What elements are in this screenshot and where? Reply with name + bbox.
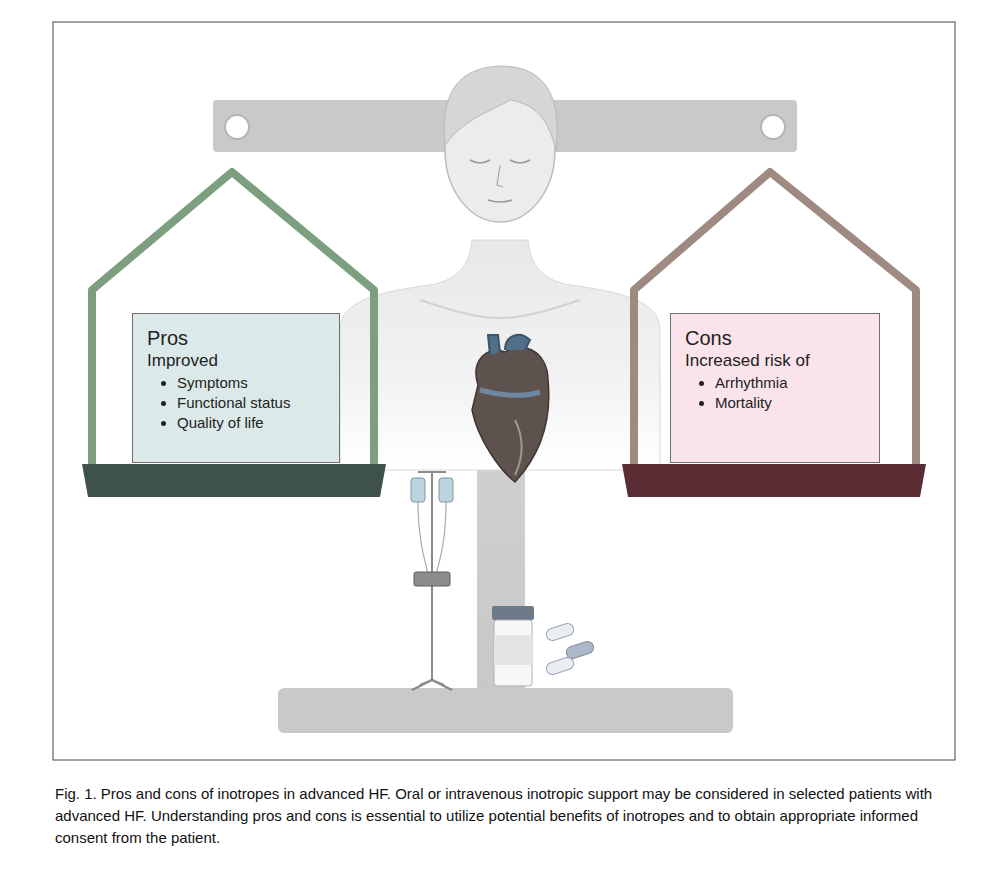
figure-caption: Fig. 1. Pros and cons of inotropes in ad…: [55, 783, 955, 849]
bottle-label: [494, 635, 532, 665]
bullet-item: Quality of life: [177, 413, 325, 433]
beam-hole: [761, 115, 785, 139]
mouth-line: [488, 200, 512, 202]
pill-bottle: [494, 620, 532, 686]
pan-frame: [92, 172, 374, 470]
box-heading: Cons: [685, 326, 865, 350]
bullet-item: Arrhythmia: [715, 373, 865, 393]
heart-vessel: [480, 390, 540, 395]
bullet-list: ArrhythmiaMortality: [685, 373, 865, 413]
heart-vessels: [488, 335, 530, 355]
text-box: ProsImprovedSymptomsFunctional statusQua…: [132, 313, 340, 463]
closed-eye: [510, 160, 530, 163]
capsule: [545, 656, 575, 676]
box-heading: Pros: [147, 326, 325, 350]
iv-line: [418, 502, 446, 574]
pan-tray: [622, 464, 926, 497]
iv-hook: [418, 471, 446, 473]
capsules: [545, 622, 595, 676]
nose-line: [497, 165, 503, 187]
text-box: ConsIncreased risk ofArrhythmiaMortality: [670, 313, 880, 463]
iv-bag: [439, 478, 453, 502]
capsule: [545, 622, 575, 642]
bullet-item: Mortality: [715, 393, 865, 413]
scale-base: [278, 688, 733, 733]
bullet-item: Functional status: [177, 393, 325, 413]
iv-stand-feet: [412, 680, 452, 690]
beam-hole: [225, 115, 249, 139]
bullet-item: Symptoms: [177, 373, 325, 393]
pan-tray: [82, 464, 386, 497]
pan-frame: [634, 172, 916, 470]
figure-frame: [53, 22, 955, 760]
patient-hair: [444, 66, 557, 150]
coronary-line: [515, 420, 521, 475]
collarbone-line: [420, 300, 580, 318]
bottle-lid: [492, 606, 534, 620]
capsule: [565, 640, 595, 660]
box-subheading: Increased risk of: [685, 350, 865, 371]
bullet-list: SymptomsFunctional statusQuality of life: [147, 373, 325, 433]
infusion-pump: [414, 572, 450, 586]
heart-illustration: [472, 347, 549, 482]
iv-bag: [411, 478, 425, 502]
box-subheading: Improved: [147, 350, 325, 371]
closed-eye: [470, 160, 490, 163]
